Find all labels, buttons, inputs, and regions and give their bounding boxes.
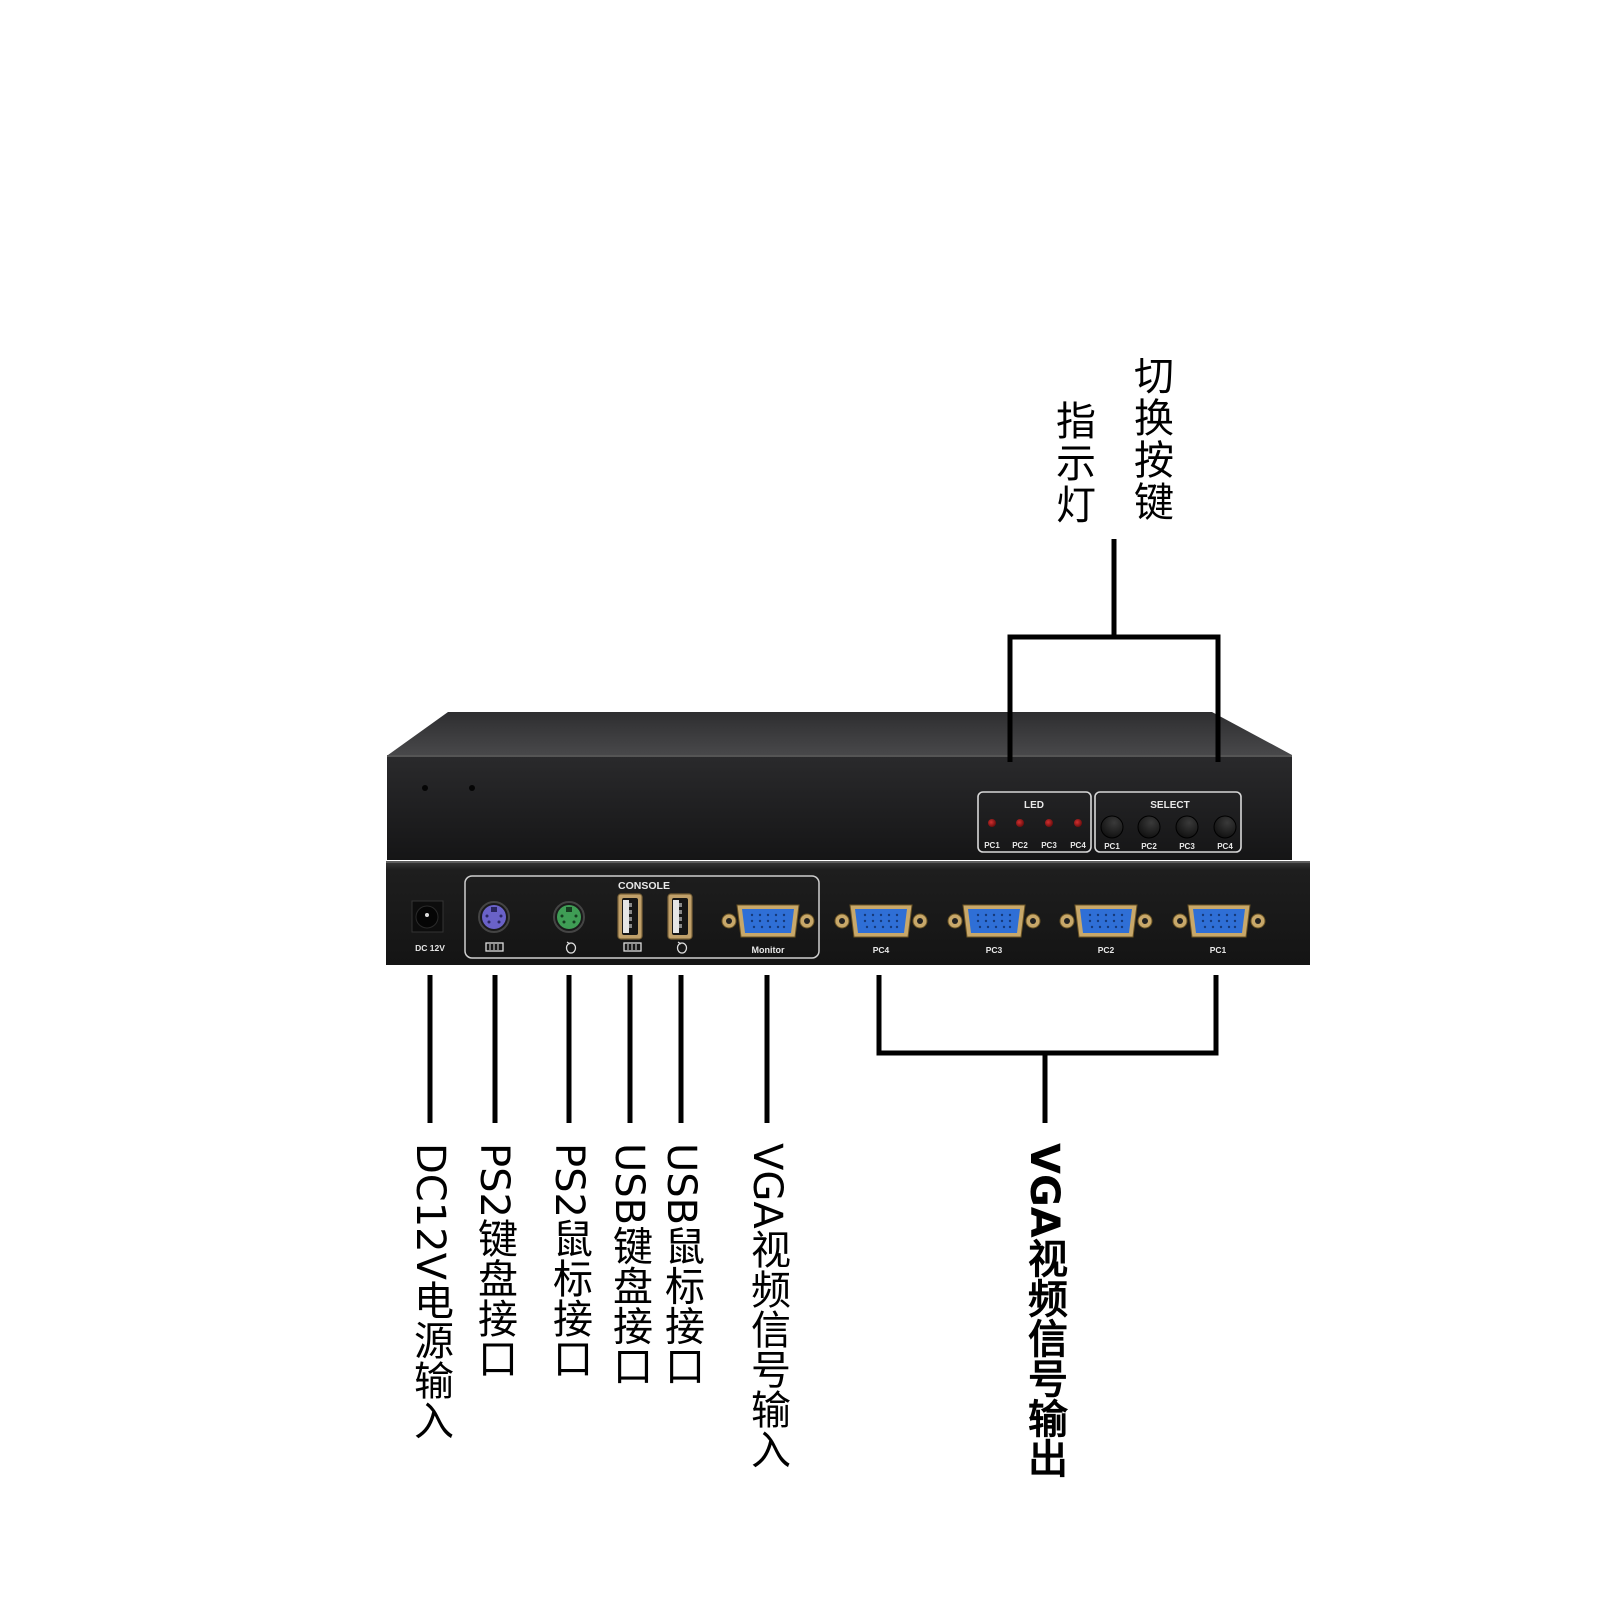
select-group: SELECT PC1 PC2 PC3 PC4 bbox=[1094, 791, 1242, 853]
console-title: CONSOLE bbox=[618, 880, 670, 892]
vgaout-callout-label: VGA视频信号输出 bbox=[1021, 1143, 1067, 1478]
bottom-bracket-line bbox=[876, 975, 1219, 1056]
chassis-front bbox=[387, 755, 1292, 860]
vgain-callout-label: VGA视频信号输入 bbox=[744, 1143, 790, 1469]
screw-hole bbox=[469, 785, 475, 791]
mouse-icon bbox=[676, 941, 688, 954]
select-label: PC4 bbox=[1217, 842, 1233, 851]
led-label: PC1 bbox=[984, 841, 1000, 850]
keyboard-icon bbox=[623, 942, 642, 952]
led-indicator-icon bbox=[1074, 819, 1082, 827]
monitor-label: Monitor bbox=[752, 945, 785, 955]
pc-port-label: PC4 bbox=[873, 945, 890, 955]
ps2ms-callout-label: PS2鼠标接口 bbox=[546, 1143, 592, 1378]
indicator-callout-label: 指示灯 bbox=[1049, 400, 1095, 526]
led-indicator-icon bbox=[1016, 819, 1024, 827]
led-indicator-icon bbox=[988, 819, 996, 827]
led-indicator-icon bbox=[1045, 819, 1053, 827]
vga-port-pc2[interactable] bbox=[1059, 904, 1153, 938]
dc-label: DC 12V bbox=[415, 943, 445, 953]
keyboard-icon bbox=[485, 942, 504, 952]
vga-port-pc3[interactable] bbox=[947, 904, 1041, 938]
vga-port-pc1[interactable] bbox=[1172, 904, 1266, 938]
select-button-pc1[interactable] bbox=[1100, 815, 1124, 839]
pc-port-label: PC3 bbox=[986, 945, 1003, 955]
select-button-pc3[interactable] bbox=[1175, 815, 1199, 839]
ps2kb-callout-label: PS2键盘接口 bbox=[471, 1143, 517, 1378]
pc-port-label: PC2 bbox=[1098, 945, 1115, 955]
console-group-frame bbox=[464, 875, 820, 959]
led-group-title: LED bbox=[1024, 800, 1044, 811]
led-indicators bbox=[988, 819, 1082, 827]
vga-port-pc4[interactable] bbox=[834, 904, 928, 938]
ps2-mouse-port[interactable] bbox=[553, 901, 585, 933]
ps2-keyboard-port[interactable] bbox=[478, 901, 510, 933]
select-label: PC2 bbox=[1141, 842, 1157, 851]
select-button-pc2[interactable] bbox=[1137, 815, 1161, 839]
chassis-top bbox=[388, 712, 1292, 755]
rear-panel bbox=[386, 861, 1310, 965]
select-label: PC3 bbox=[1179, 842, 1195, 851]
usbkb-callout-label: USB键盘接口 bbox=[606, 1143, 652, 1386]
usbms-callout-label: USB鼠标接口 bbox=[658, 1143, 704, 1386]
dc-callout-label: DC12V电源输入 bbox=[407, 1143, 453, 1440]
mouse-icon bbox=[565, 941, 577, 954]
led-group-frame bbox=[977, 791, 1092, 853]
switch-buttons-callout-label: 切换按键 bbox=[1127, 355, 1173, 523]
led-group: LED PC1 PC2 PC3 PC4 bbox=[977, 791, 1092, 853]
vga-monitor-port[interactable] bbox=[721, 904, 815, 938]
pc-port-label: PC1 bbox=[1210, 945, 1227, 955]
select-group-frame bbox=[1094, 791, 1242, 853]
usb-keyboard-port[interactable] bbox=[617, 893, 643, 940]
select-button-pc4[interactable] bbox=[1213, 815, 1237, 839]
dc-power-jack[interactable] bbox=[411, 900, 444, 933]
led-label: PC3 bbox=[1041, 841, 1057, 850]
led-label: PC2 bbox=[1012, 841, 1028, 850]
chassis: LED PC1 PC2 PC3 PC4 SELECT bbox=[386, 712, 1310, 965]
screw-hole bbox=[422, 785, 428, 791]
usb-mouse-port[interactable] bbox=[667, 893, 693, 940]
select-group-title: SELECT bbox=[1150, 800, 1189, 811]
select-label: PC1 bbox=[1104, 842, 1120, 851]
led-label: PC4 bbox=[1070, 841, 1086, 850]
callout-lines bbox=[427, 539, 1221, 1123]
